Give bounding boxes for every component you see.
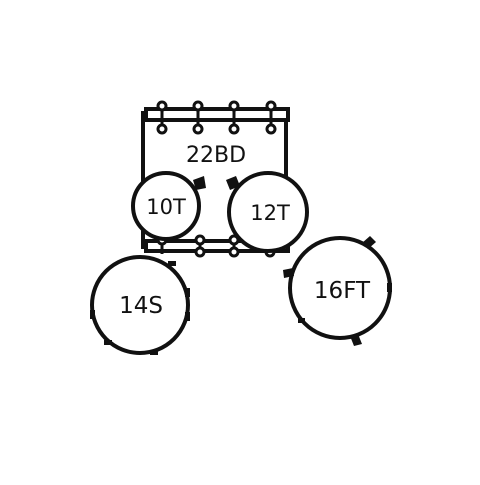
bass-lug-icon: [265, 100, 277, 135]
floor-tom-lug-icon: [298, 318, 305, 323]
snare-drum-label: 14S: [119, 293, 163, 319]
floor-tom-lugs: [298, 283, 392, 323]
bass-drum-top-lugs: [156, 100, 277, 135]
bass-lug-icon: [192, 100, 204, 135]
floor-tom-legs: [283, 236, 376, 346]
floor-tom-leg-icon: [350, 334, 362, 346]
floor-tom-lug-icon: [387, 283, 392, 292]
snare-lug-icon: [168, 261, 176, 266]
tom-12: 12T: [227, 171, 309, 253]
bass-drum-label: 22BD: [186, 143, 246, 168]
floor-tom: 16FT: [283, 236, 392, 346]
bass-lug-icon: [156, 100, 168, 135]
floor-tom-label: 16FT: [314, 278, 371, 304]
snare-drum: 14S: [90, 255, 190, 355]
snare-drum-head: [90, 255, 190, 355]
bass-lug-icon: [228, 100, 240, 135]
snare-lug-icon: [150, 350, 158, 355]
bass-lug-icon: [194, 234, 206, 258]
snare-lug-icon: [185, 312, 190, 321]
tom-mount-bracket-left: [193, 176, 206, 190]
tom-12-head: [227, 171, 309, 253]
tom-12-label: 12T: [250, 201, 290, 225]
floor-tom-leg-icon: [362, 236, 376, 249]
snare-lugs: [90, 261, 190, 355]
tom-10: 10T: [131, 171, 201, 241]
bass-drum-top-rim: [144, 107, 290, 122]
tom-10-head: [131, 171, 201, 241]
bass-lug-icon: [228, 234, 240, 258]
tom-10-label: 10T: [146, 195, 186, 219]
snare-lug-icon: [90, 310, 95, 319]
snare-lug-icon: [185, 288, 190, 297]
snare-lug-icon: [104, 340, 112, 345]
floor-tom-leg-icon: [283, 268, 294, 278]
